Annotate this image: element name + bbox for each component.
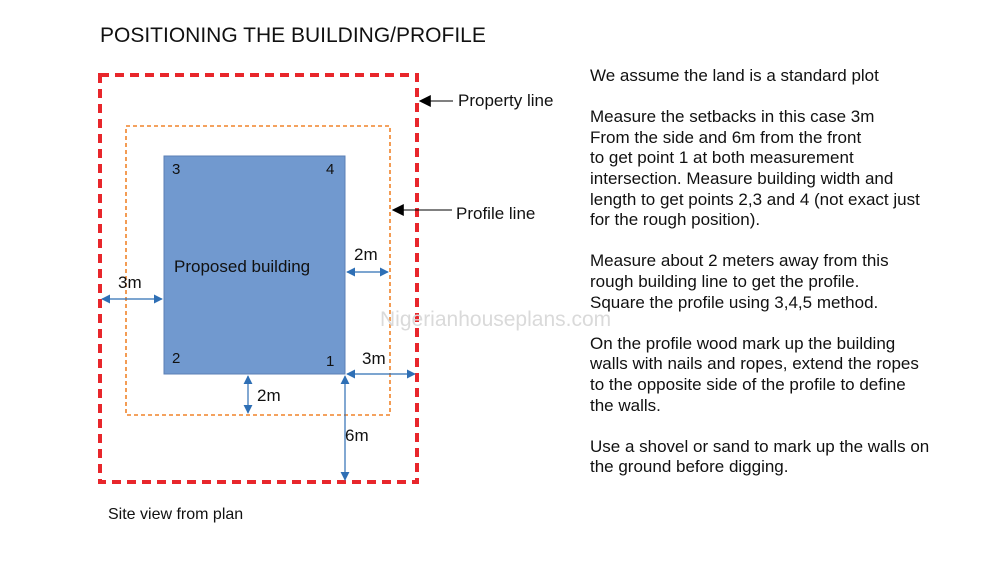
profile-offset-front-label: 2m	[257, 386, 281, 405]
building-label: Proposed building	[174, 257, 311, 276]
front-setback-label: 6m	[345, 426, 369, 445]
profile-offset-side-label: 2m	[354, 245, 378, 264]
instruction-paragraph: Measure the setbacks in this case 3m Fro…	[590, 107, 920, 230]
diagram-caption: Site view from plan	[108, 506, 244, 523]
corner-label-2: 2	[172, 350, 181, 367]
proposed-building	[163, 155, 346, 375]
instruction-paragraph: Measure about 2 meters away from this ro…	[590, 251, 889, 312]
corner-label-3: 3	[172, 161, 181, 178]
corner-label-4: 4	[326, 161, 335, 178]
instruction-paragraph: On the profile wood mark up the building…	[590, 333, 919, 415]
profile-line-boundary	[125, 125, 391, 416]
property-line-label: Property line	[458, 91, 554, 110]
instructions-panel: We assume the land is a standard plot Me…	[590, 66, 990, 498]
corner-label-1: 1	[326, 353, 335, 370]
instruction-paragraph: We assume the land is a standard plot	[590, 66, 879, 85]
left-setback-label: 3m	[118, 273, 142, 292]
page-title: POSITIONING THE BUILDING/PROFILE	[100, 24, 486, 47]
right-setback-label: 3m	[362, 349, 386, 368]
instruction-paragraph: Use a shovel or sand to mark up the wall…	[590, 436, 930, 477]
profile-line-label: Profile line	[456, 204, 536, 223]
property-line-boundary	[98, 73, 419, 484]
watermark: Nigerianhouseplans.com	[380, 308, 612, 331]
